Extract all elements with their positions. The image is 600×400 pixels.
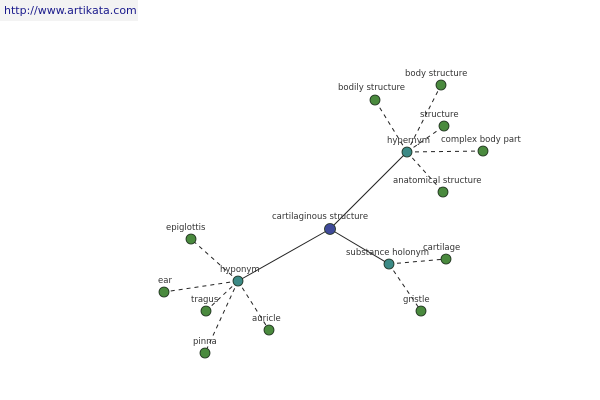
node-gristle[interactable]	[415, 305, 427, 317]
node-bodily[interactable]	[369, 94, 381, 106]
edge-root-hyponym	[237, 228, 331, 282]
node-holonym[interactable]	[383, 258, 395, 270]
edge-holonym-gristle	[388, 263, 422, 312]
node-label-cartilage: cartilage	[423, 243, 460, 253]
node-ear[interactable]	[158, 286, 170, 298]
edge-hyponym-ear	[163, 280, 239, 293]
node-label-hyponym: hyponym	[220, 265, 260, 275]
source-bar: http://www.artikata.com	[0, 0, 138, 21]
node-label-complex: complex body part	[441, 135, 522, 145]
node-root[interactable]	[324, 223, 336, 235]
node-label-ear: ear	[158, 276, 172, 286]
edge-hypernym-complex	[406, 150, 484, 153]
node-auricle[interactable]	[263, 324, 275, 336]
node-hyponym[interactable]	[232, 275, 244, 287]
edge-hyponym-pinna	[204, 280, 239, 354]
edge-layer	[163, 84, 484, 354]
node-label-structure: structure	[420, 110, 459, 120]
node-layer	[158, 79, 489, 359]
node-label-auricle: auricle	[252, 314, 281, 324]
label-layer: cartilaginous structure hypernym hyponym su…	[158, 69, 522, 347]
node-structure[interactable]	[438, 120, 450, 132]
node-complex[interactable]	[477, 145, 489, 157]
node-cartilage[interactable]	[440, 253, 452, 265]
edge-root-holonym	[329, 228, 390, 265]
node-label-pinna: pinna	[193, 337, 217, 347]
edge-hyponym-epiglottis	[190, 238, 239, 282]
node-anatomical[interactable]	[437, 186, 449, 198]
node-label-anatomical: anatomical structure	[393, 176, 482, 186]
node-label-root: cartilaginous structure	[272, 212, 368, 222]
node-label-bodily: bodily structure	[338, 83, 405, 93]
node-label-epiglottis: epiglottis	[166, 223, 206, 233]
node-label-holonym: substance holonym	[346, 248, 429, 258]
node-label-gristle: gristle	[403, 295, 430, 305]
node-label-body: body structure	[405, 69, 467, 79]
node-hypernym[interactable]	[401, 146, 413, 158]
source-link[interactable]: http://www.artikata.com	[4, 4, 137, 17]
node-label-tragus: tragus	[191, 295, 219, 305]
node-epiglottis[interactable]	[185, 233, 197, 245]
edge-hypernym-anatomical	[406, 151, 444, 193]
edge-hyponym-auricle	[237, 280, 270, 331]
edge-hypernym-bodily	[374, 99, 408, 153]
node-label-hypernym: hypernym	[387, 136, 430, 146]
node-tragus[interactable]	[200, 305, 212, 317]
node-pinna[interactable]	[199, 347, 211, 359]
edge-holonym-cartilage	[388, 258, 447, 265]
node-body[interactable]	[435, 79, 447, 91]
edge-root-hypernym	[329, 151, 408, 230]
